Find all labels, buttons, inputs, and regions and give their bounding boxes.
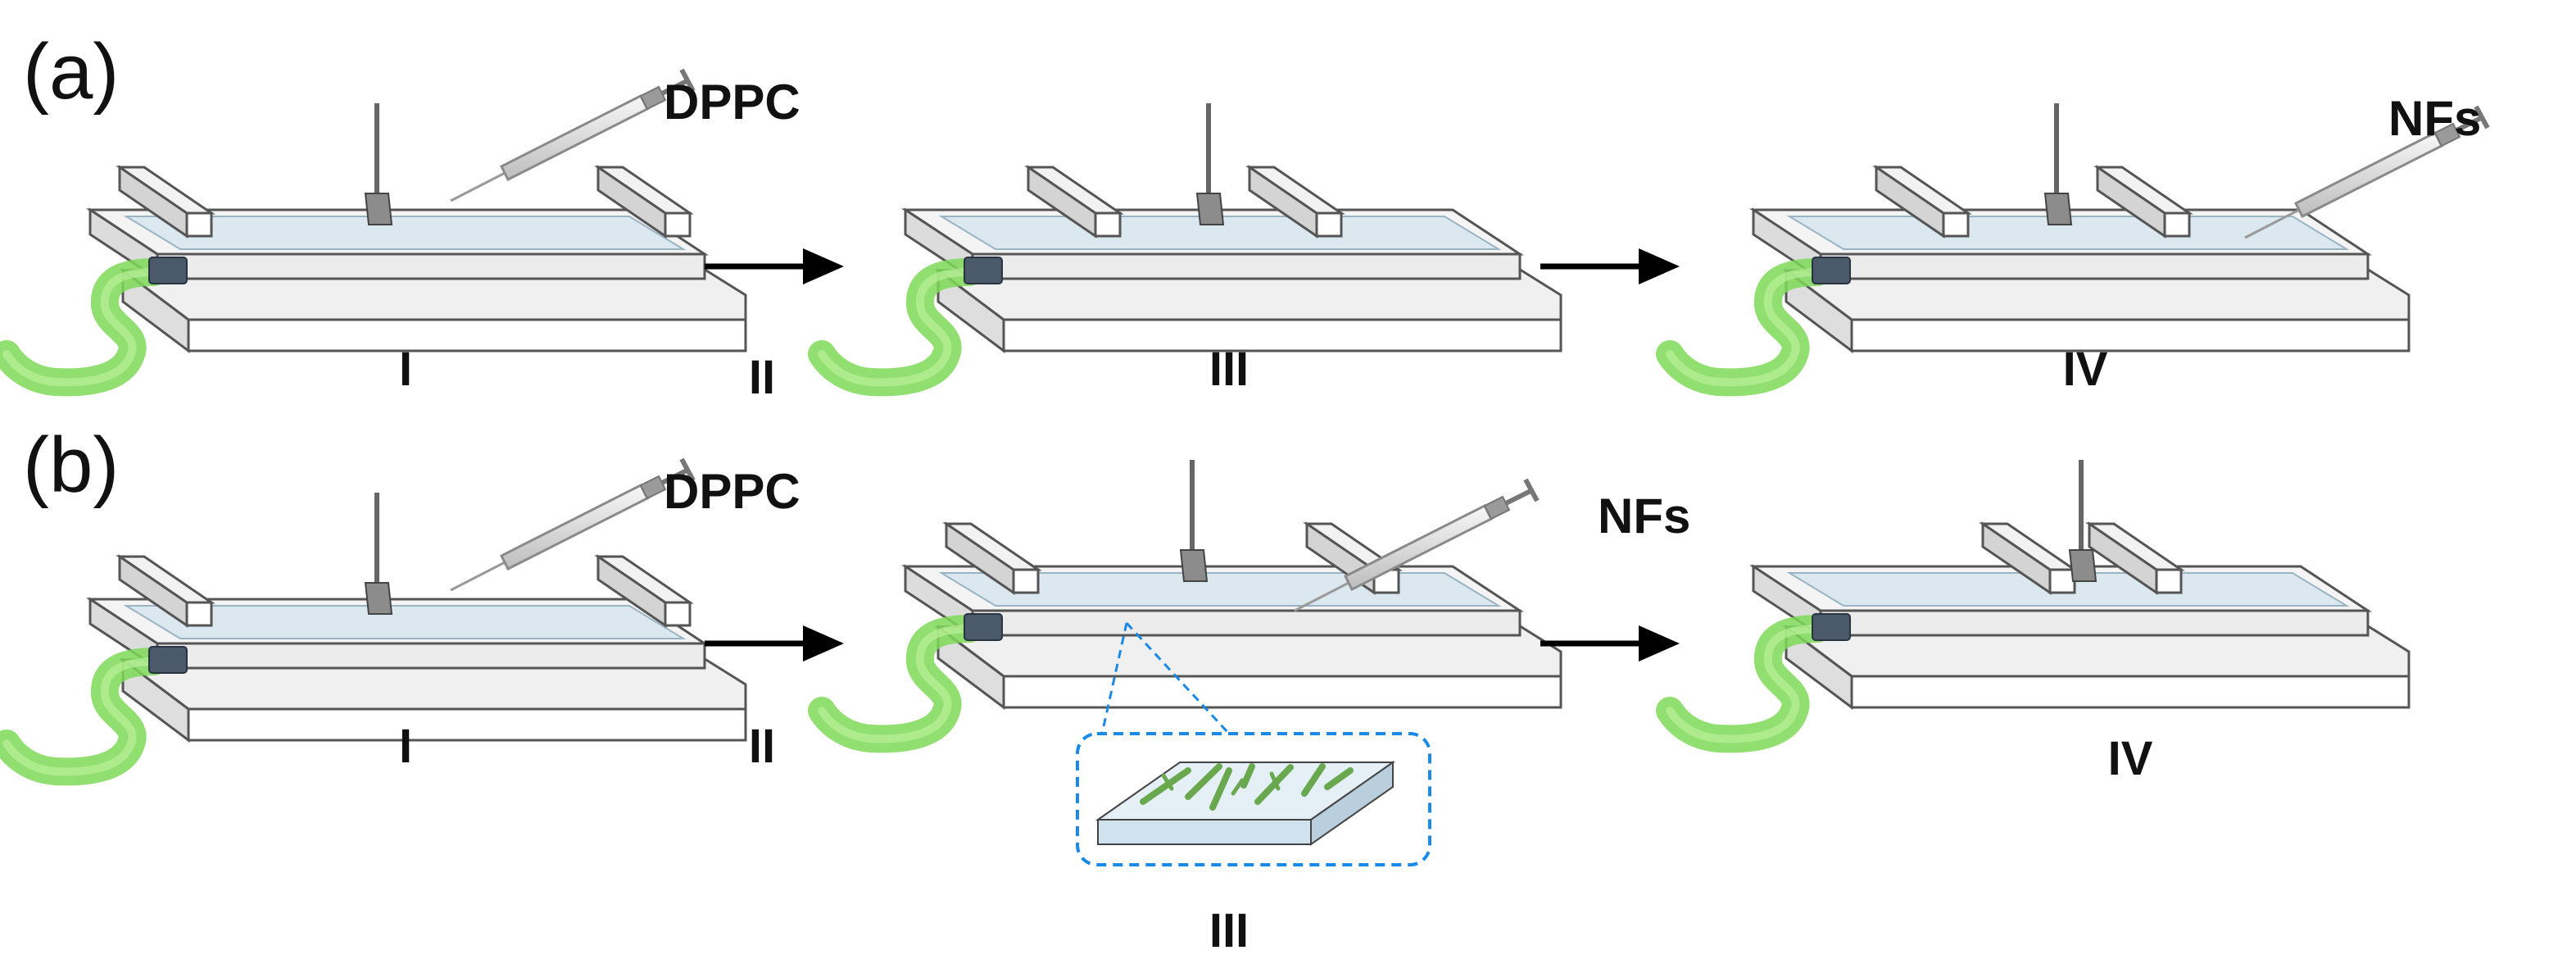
step-label-a-4: IV	[2063, 343, 2108, 396]
step-label-b-4: IV	[2108, 732, 2153, 785]
step-label-b-2: II	[749, 720, 775, 773]
step-label-b-3: III	[1209, 904, 1249, 957]
reagent-label-nfs-a: NFs	[2388, 91, 2481, 146]
trough-b-step3	[822, 460, 1562, 739]
reagent-label-nfs-b: NFs	[1598, 489, 1690, 543]
panel-label-a: (a)	[23, 28, 119, 116]
trough-a-step1	[7, 103, 747, 382]
trough-b-step1	[7, 493, 747, 771]
syringe-icon	[451, 70, 693, 201]
nanofiber-icons	[1140, 763, 1354, 811]
syringe-icon	[451, 459, 693, 590]
arrow-right-icon	[705, 248, 844, 284]
trough-b-step4	[1670, 460, 2410, 739]
inset-pointer-line	[1100, 622, 1128, 734]
step-label-b-1: I	[399, 720, 412, 773]
reagent-label-dppc-b: DPPC	[664, 464, 800, 519]
arrow-right-icon	[705, 625, 844, 662]
trough-a-step4	[1670, 103, 2410, 382]
arrow-right-icon	[1540, 248, 1680, 284]
nanofiber-inset	[1076, 732, 1431, 866]
panel-label-b: (b)	[23, 421, 119, 509]
inset-pointer-line	[1125, 621, 1231, 735]
step-label-a-2: II	[749, 351, 775, 404]
reagent-label-dppc-a: DPPC	[664, 75, 800, 130]
trough-a-step3	[822, 103, 1562, 382]
step-label-a-1: I	[399, 343, 412, 396]
step-label-a-3: III	[1209, 343, 1249, 396]
